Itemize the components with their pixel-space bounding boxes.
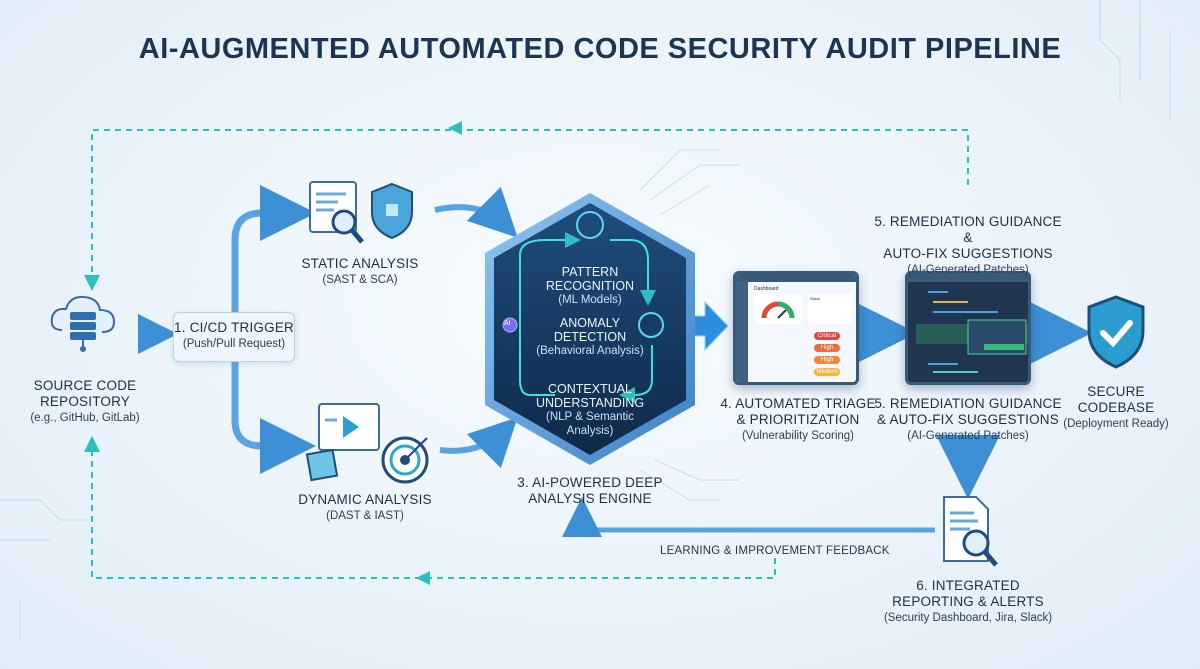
panel-title: Stack (810, 296, 821, 301)
anomaly-sub: (Behavioral Analysis) (536, 345, 644, 357)
brain-icon-right (638, 312, 664, 338)
severity-high-2: High (814, 356, 840, 364)
remediation-bottom-title-1: 5. REMEDIATION GUIDANCE (874, 396, 1062, 411)
repo-title-1: SOURCE CODE (33, 378, 137, 393)
report-magnifier-icon (940, 495, 1002, 570)
dashboard-title: Dashboard (754, 286, 779, 292)
secure-sub: (Deployment Ready) (1063, 418, 1169, 430)
shield-check-icon (1085, 295, 1147, 369)
analysis-engine-hexagon (485, 193, 695, 465)
remediation-bottom-title-2: & AUTO-FIX SUGGESTIONS (877, 412, 1059, 427)
context-title-2: UNDERSTANDING (535, 396, 645, 410)
remediation-top-sub: (AI-Generated Patches) (907, 264, 1029, 276)
context-sub-1: (NLP & Semantic (546, 411, 634, 423)
static-sub: (SAST & SCA) (322, 274, 398, 286)
anomaly-title-2: DETECTION (553, 330, 627, 344)
branch-to-dynamic (231, 360, 316, 474)
bottom-loop-dashed (84, 436, 776, 579)
pattern-title-1: PATTERN (561, 265, 619, 279)
triage-label: 4. AUTOMATED TRIAGE & PRIORITIZATION (Vu… (718, 396, 878, 444)
secure-label: SECURE CODEBASE (Deployment Ready) (1050, 384, 1182, 432)
cicd-label: 1. CI/CD TRIGGER (Push/Pull Request) (173, 320, 295, 352)
code-lines (916, 291, 1028, 373)
page-title: AI-AUGMENTED AUTOMATED CODE SECURITY AUD… (138, 33, 1062, 65)
severity-medium: Medium (814, 368, 840, 376)
engine-label: 3. AI-POWERED DEEP ANALYSIS ENGINE (505, 475, 675, 507)
top-loop-dashed (84, 129, 969, 291)
feedback-label: LEARNING & IMPROVEMENT FEEDBACK (660, 545, 890, 557)
remediation-top-title-2: AUTO-FIX SUGGESTIONS (883, 246, 1053, 261)
remediation-top-label: 5. REMEDIATION GUIDANCE & AUTO-FIX SUGGE… (868, 214, 1068, 278)
dynamic-sub: (DAST & IAST) (326, 510, 404, 522)
severity-critical: Critical (814, 332, 840, 340)
contextual-understanding: CONTEXTUAL UNDERSTANDING (NLP & Semantic… (530, 382, 650, 438)
reporting-label: 6. INTEGRATED REPORTING & ALERTS (Securi… (873, 578, 1063, 626)
triage-title-2: & PRIORITIZATION (736, 412, 860, 427)
triage-dashboard-window: Dashboard Stack Critical High High Mediu… (733, 271, 859, 385)
pattern-title-2: RECOGNITION (545, 279, 635, 293)
branch-to-static (231, 185, 316, 312)
reporting-title-1: 6. INTEGRATED (916, 578, 1020, 593)
cicd-sub: (Push/Pull Request) (182, 338, 286, 350)
static-label: STATIC ANALYSIS (SAST & SCA) (290, 256, 430, 288)
remediation-bottom-label: 5. REMEDIATION GUIDANCE & AUTO-FIX SUGGE… (873, 396, 1063, 444)
dynamic-title: DYNAMIC ANALYSIS (298, 492, 432, 507)
anomaly-detection: ANOMALY DETECTION (Behavioral Analysis) (525, 316, 655, 358)
repo-title-2: REPOSITORY (39, 394, 131, 409)
dynamic-label: DYNAMIC ANALYSIS (DAST & IAST) (290, 492, 440, 524)
secure-title-1: SECURE (1087, 384, 1145, 399)
pattern-recognition: PATTERN RECOGNITION (ML Models) (530, 265, 650, 307)
cloud-database-icon (48, 290, 118, 352)
feedback-arrow (562, 497, 935, 538)
repo-label: SOURCE CODE REPOSITORY (e.g., GitHub, Gi… (10, 378, 160, 426)
ai-badge: AI (504, 320, 511, 327)
triage-sub: (Vulnerability Scoring) (741, 430, 855, 442)
severity-high: High (814, 344, 840, 352)
context-title-1: CONTEXTUAL (547, 382, 633, 396)
anomaly-title-1: ANOMALY (559, 316, 621, 330)
triage-title-1: 4. AUTOMATED TRIAGE (720, 396, 876, 411)
gauge-icon (754, 294, 802, 324)
engine-title-2: ANALYSIS ENGINE (528, 491, 652, 506)
ai-network-icon (502, 317, 518, 333)
static-title: STATIC ANALYSIS (301, 256, 419, 271)
circuit-decoration (0, 0, 1171, 640)
code-editor-window (905, 271, 1031, 385)
reporting-title-2: REPORTING & ALERTS (892, 594, 1044, 609)
play-target-icon (305, 400, 435, 485)
reporting-sub: (Security Dashboard, Jira, Slack) (883, 612, 1053, 624)
remediation-bottom-sub: (AI-Generated Patches) (907, 430, 1029, 442)
cicd-trigger-box[interactable] (173, 312, 295, 362)
repo-sub: (e.g., GitHub, GitLab) (30, 412, 140, 424)
cicd-title: 1. CI/CD TRIGGER (174, 320, 294, 335)
remediation-top-title-1: 5. REMEDIATION GUIDANCE & (874, 214, 1062, 245)
engine-title-1: 3. AI-POWERED DEEP (517, 475, 663, 490)
code-magnifier-shield-icon (308, 180, 418, 250)
pattern-sub: (ML Models) (558, 294, 622, 306)
secure-title-2: CODEBASE (1077, 400, 1155, 415)
brain-icon (576, 211, 604, 239)
context-sub-2: Analysis) (566, 425, 614, 437)
